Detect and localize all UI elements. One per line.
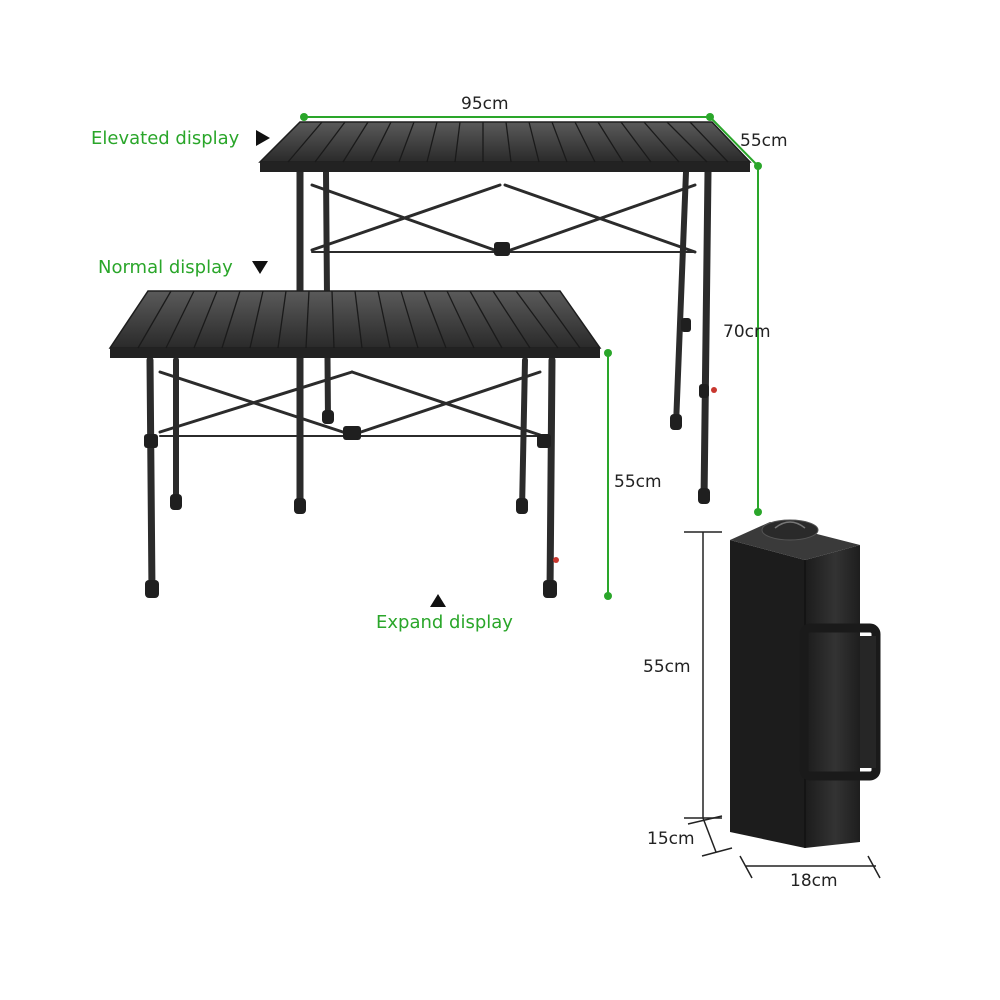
dimension-lines (300, 113, 881, 879)
normal-table (108, 290, 602, 598)
elevated-display-label: Elevated display (91, 128, 240, 149)
elevated-height-label: 70cm (723, 322, 771, 342)
triangle-down-icon (252, 261, 268, 274)
bag-height-label: 55cm (643, 657, 691, 677)
normal-display-label: Normal display (98, 257, 233, 278)
bag-depth-label: 15cm (647, 829, 695, 849)
triangle-right-icon (256, 130, 270, 146)
carry-bag (730, 519, 881, 848)
elevated-table (258, 121, 752, 514)
bag-width-label: 18cm (790, 871, 838, 891)
table-depth-label: 55cm (740, 131, 788, 151)
expand-display-label: Expand display (376, 612, 513, 633)
normal-height-label: 55cm (614, 472, 662, 492)
triangle-up-icon (430, 594, 446, 607)
table-width-label: 95cm (461, 94, 509, 114)
